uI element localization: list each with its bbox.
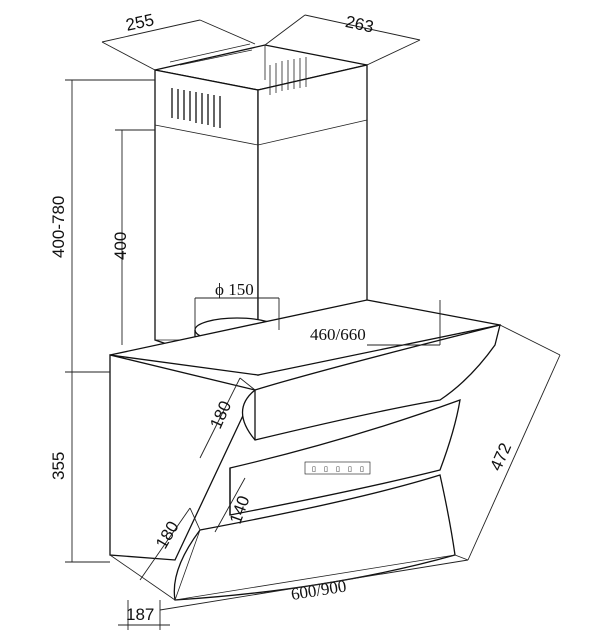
- dim-duct-diameter: ϕ 150: [194, 280, 280, 330]
- control-button[interactable]: ▯: [312, 465, 316, 473]
- svg-text:355: 355: [49, 452, 68, 480]
- svg-text:187: 187: [126, 605, 154, 624]
- svg-text:263: 263: [344, 12, 376, 36]
- vent-slots-right: [269, 57, 307, 95]
- svg-text:400-780: 400-780: [49, 196, 68, 258]
- hood-body: [109, 299, 501, 601]
- vent-slots-left: [171, 88, 221, 128]
- svg-text:ϕ 150: ϕ 150: [215, 280, 254, 299]
- dim-total-height: 400-780: [49, 79, 155, 373]
- dim-hood-depth: 187: [118, 600, 170, 630]
- dim-extension: 460/660: [310, 300, 441, 346]
- chimney-cover: [154, 43, 368, 376]
- control-button[interactable]: ▯: [360, 465, 364, 473]
- svg-text:400: 400: [111, 232, 130, 260]
- dim-chimney-width: 255: [101, 10, 256, 71]
- dim-hood-height: 355: [49, 372, 110, 563]
- control-panel: ▯ ▯ ▯ ▯ ▯: [304, 461, 371, 475]
- dim-chimney-height: 400: [111, 129, 155, 345]
- svg-text:460/660: 460/660: [310, 325, 366, 344]
- control-button[interactable]: ▯: [348, 465, 352, 473]
- control-button[interactable]: ▯: [336, 465, 340, 473]
- svg-text:472: 472: [486, 440, 515, 474]
- control-button[interactable]: ▯: [324, 465, 328, 473]
